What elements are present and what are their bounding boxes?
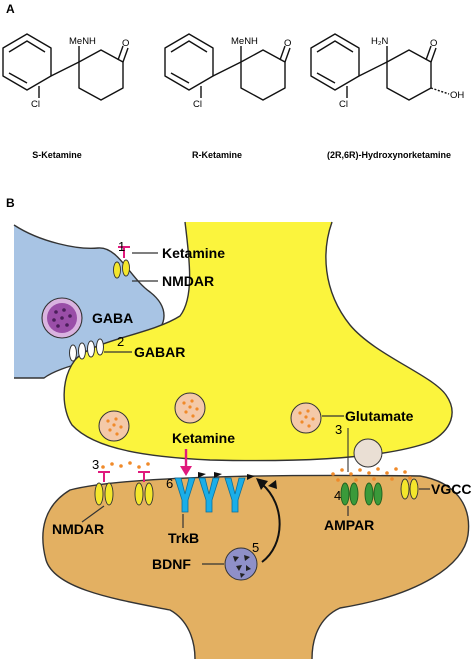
- step-number-6: 6: [166, 476, 173, 491]
- nmdar-bottom-label: NMDAR: [52, 521, 104, 537]
- r-ketamine-halogen: Cl: [193, 99, 202, 110]
- trkb-receptor: [198, 477, 220, 513]
- gaba-label: GABA: [92, 310, 133, 326]
- trkb-receptor: [224, 477, 246, 513]
- s-ketamine-amine: MeNH: [69, 36, 96, 47]
- hnk-amine: H₂N: [371, 36, 389, 47]
- r-ketamine-structure: MeNH O Cl: [164, 33, 291, 110]
- r-ketamine-amine: MeNH: [231, 36, 258, 47]
- bdnf-vesicle: [224, 547, 258, 581]
- gabar-receptors: [69, 338, 104, 362]
- s-ketamine-name: S-Ketamine: [32, 150, 82, 160]
- nmdar-top-label: NMDAR: [162, 273, 214, 289]
- ketamine-block-3: [98, 471, 150, 482]
- vgcc-label: VGCC: [431, 481, 471, 497]
- step-number-4: 4: [334, 488, 341, 503]
- ketamine-top-label: Ketamine: [162, 245, 225, 261]
- ampar: [340, 482, 359, 506]
- step-number-2: 2: [117, 334, 124, 349]
- ketamine-arrow: [180, 449, 192, 476]
- step-number-3-right: 3: [335, 422, 342, 437]
- vgcc: [400, 478, 419, 500]
- ampar: [364, 482, 383, 506]
- ketamine-block-1: [118, 246, 130, 258]
- hnk-carbonyl: O: [430, 38, 437, 49]
- step-number-5: 5: [252, 540, 259, 555]
- r-ketamine-name: R-Ketamine: [192, 150, 242, 160]
- released-glutamate: [101, 461, 412, 482]
- r-ketamine-carbonyl: O: [284, 38, 291, 49]
- bdnf-label: BDNF: [152, 556, 191, 572]
- gabar-label: GABAR: [134, 344, 185, 360]
- interneuron-nmdar: [113, 259, 130, 279]
- postsynaptic-nmdar: [94, 482, 114, 506]
- hnk-halogen: Cl: [339, 99, 348, 110]
- step-number-3-left: 3: [92, 457, 99, 472]
- hydroxynorketamine-name: (2R,6R)-Hydroxynorketamine: [327, 150, 451, 160]
- glutamate-vesicle: [290, 402, 322, 434]
- trkb-receptor: [174, 477, 196, 513]
- glutamate-vesicle: [174, 392, 206, 424]
- ampar-label: AMPAR: [324, 517, 374, 533]
- glutamate-vesicle: [98, 410, 130, 442]
- postsynaptic-nmdar: [134, 482, 154, 506]
- glutamate-label: Glutamate: [345, 408, 414, 424]
- s-ketamine-halogen: Cl: [31, 99, 40, 110]
- bdnf-release-arrow: [256, 478, 281, 563]
- presynaptic-terminal: [63, 221, 453, 462]
- hnk-hydroxyl: OH: [450, 90, 464, 101]
- ketamine-cleft-label: Ketamine: [172, 430, 235, 446]
- panel-b-label: B: [6, 196, 15, 210]
- fusing-glutamate-vesicle: [353, 438, 383, 468]
- panel-a-label: A: [6, 2, 15, 16]
- trkb-label: TrkB: [168, 530, 199, 546]
- bdnf-molecules: [198, 472, 277, 489]
- hydroxynorketamine-structure: H₂N O OH Cl: [310, 33, 464, 110]
- gaba-vesicle: [41, 297, 83, 339]
- step-number-1: 1: [118, 239, 125, 254]
- s-ketamine-structure: MeNH O Cl: [2, 33, 129, 110]
- s-ketamine-carbonyl: O: [122, 38, 129, 49]
